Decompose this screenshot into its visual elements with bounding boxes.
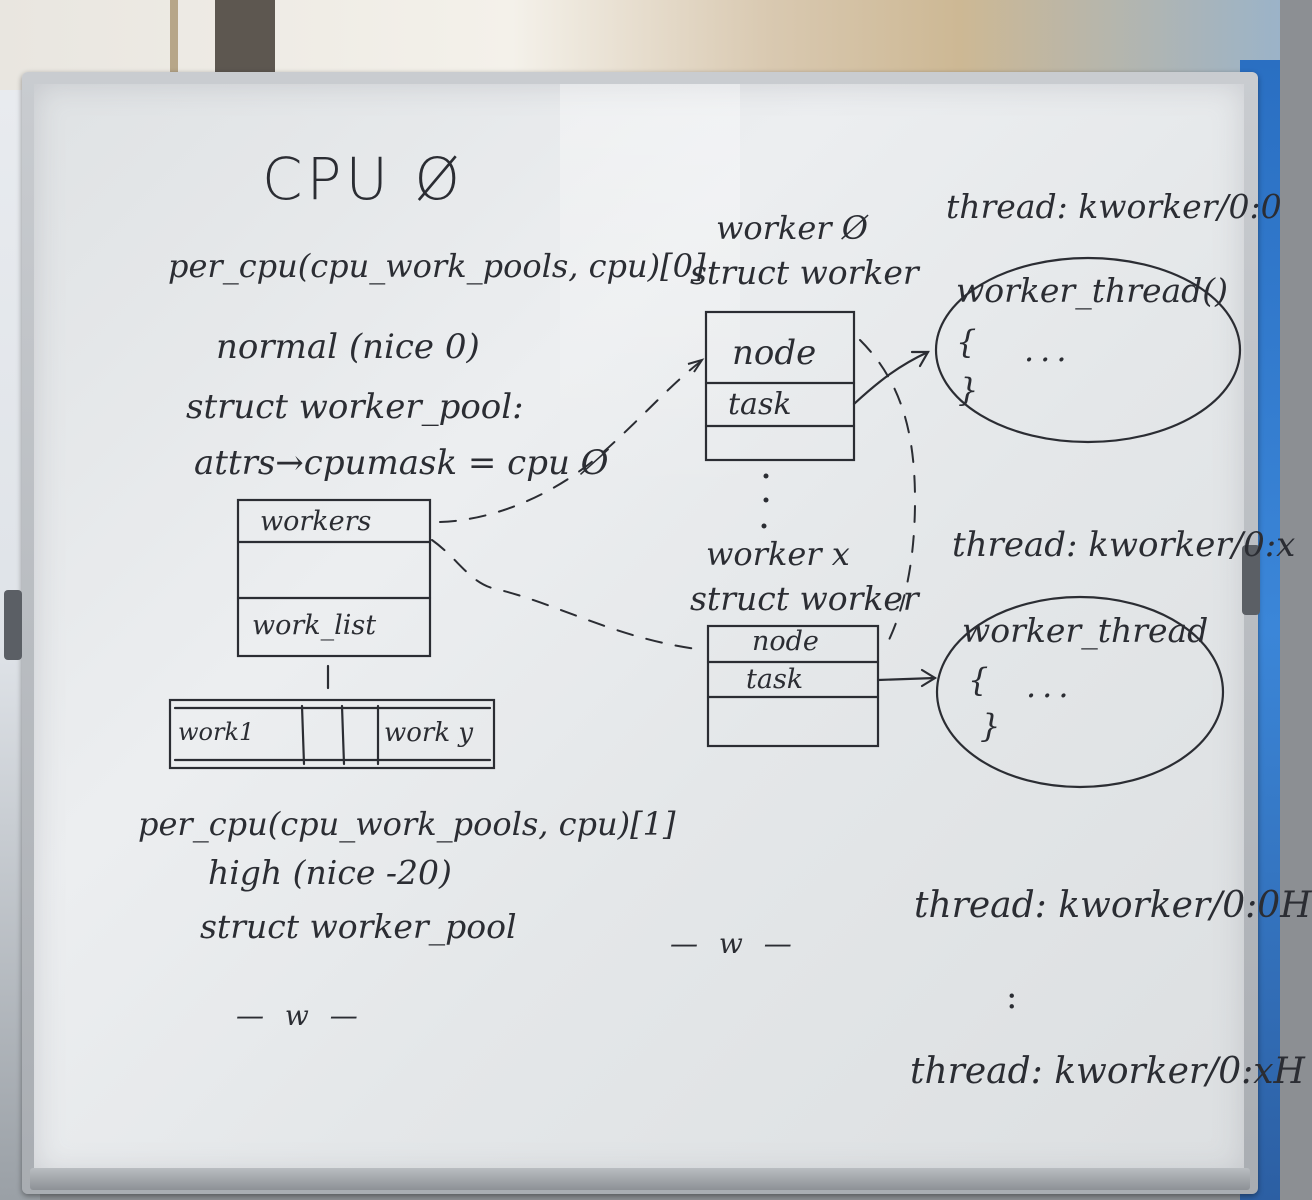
threadx-function: worker_thread: [962, 611, 1209, 650]
ellipsis-mark-b: — w —: [670, 927, 798, 960]
workerx-box: [706, 624, 880, 748]
thread0-open-brace: {: [956, 323, 977, 361]
pool0-line4: attrs→cpumask = cpu Ø: [194, 443, 609, 483]
thread0h-label: thread: kworker/0:0H: [914, 885, 1312, 926]
cpu-title: CPU Ø: [262, 145, 465, 213]
pool1-line3: struct worker_pool: [200, 907, 517, 946]
worker0-struct-label: struct worker: [690, 253, 919, 292]
taskx-arrow: [876, 676, 937, 682]
threadx-open-brace: {: [968, 661, 989, 699]
board-glare: [560, 84, 740, 504]
window-frame-bar: [170, 0, 178, 100]
work-list-box: [168, 698, 496, 770]
threadx-ellipse: [935, 595, 1225, 789]
workers-to-workerx-link: [431, 539, 705, 651]
thread0-function: worker_thread(): [956, 271, 1229, 310]
pool-row-workers: workers: [260, 506, 372, 537]
workerx-struct-label: struct worker: [690, 579, 919, 618]
work-list-divider: [340, 704, 346, 766]
right-bracket: [1242, 545, 1260, 615]
worker0-arrowhead: [687, 358, 705, 373]
thread0-label: thread: kworker/0:0: [946, 187, 1282, 226]
workerx-label: worker x: [706, 535, 850, 573]
worker0-label: worker Ø: [716, 209, 868, 247]
pool1-line1: per_cpu(cpu_work_pools, cpu)[1]: [138, 805, 676, 843]
whiteboard: [34, 84, 1244, 1174]
work-list-divider: [300, 704, 306, 766]
thread0-dots: ...: [1024, 331, 1073, 369]
worker0-task: task: [728, 387, 792, 422]
ellipsis-mark-a: — w —: [236, 999, 364, 1032]
taskx-arrowhead: [920, 668, 938, 688]
workers-to-worker0-link: [439, 361, 701, 523]
threadx-close-brace: }: [980, 707, 1001, 745]
workerx-task: task: [746, 664, 804, 695]
drawing-strokes: [168, 256, 1242, 789]
pool0-line2: normal (nice 0): [216, 327, 480, 367]
thread0-ellipse: [934, 256, 1242, 444]
worker0-box: [704, 310, 856, 462]
task0-arrow: [852, 350, 930, 406]
pool-row-work-list: work_list: [252, 610, 377, 641]
threadxh-label: thread: kworker/0:xH: [910, 1051, 1305, 1092]
work-item-1: work1: [178, 718, 255, 746]
node-list-link: [859, 339, 917, 651]
marker-tray: [30, 1168, 1250, 1190]
task0-arrowhead: [910, 350, 930, 368]
worker0-node: node: [732, 333, 817, 373]
pool1-line2: high (nice -20): [208, 853, 452, 892]
thread-vertical-dots: :: [1006, 977, 1018, 1017]
workerx-node: node: [752, 626, 819, 657]
threadx-dots: ...: [1026, 667, 1075, 705]
work-item-y: work y: [384, 718, 474, 748]
pool0-line1: per_cpu(cpu_work_pools, cpu)[0]: [168, 247, 706, 285]
worker-pool-box: [236, 498, 432, 658]
threadx-label: thread: kworker/0:x: [952, 525, 1296, 565]
pool0-line3: struct worker_pool:: [186, 387, 524, 427]
thread0-close-brace: }: [958, 371, 979, 409]
left-bracket: [4, 590, 22, 660]
